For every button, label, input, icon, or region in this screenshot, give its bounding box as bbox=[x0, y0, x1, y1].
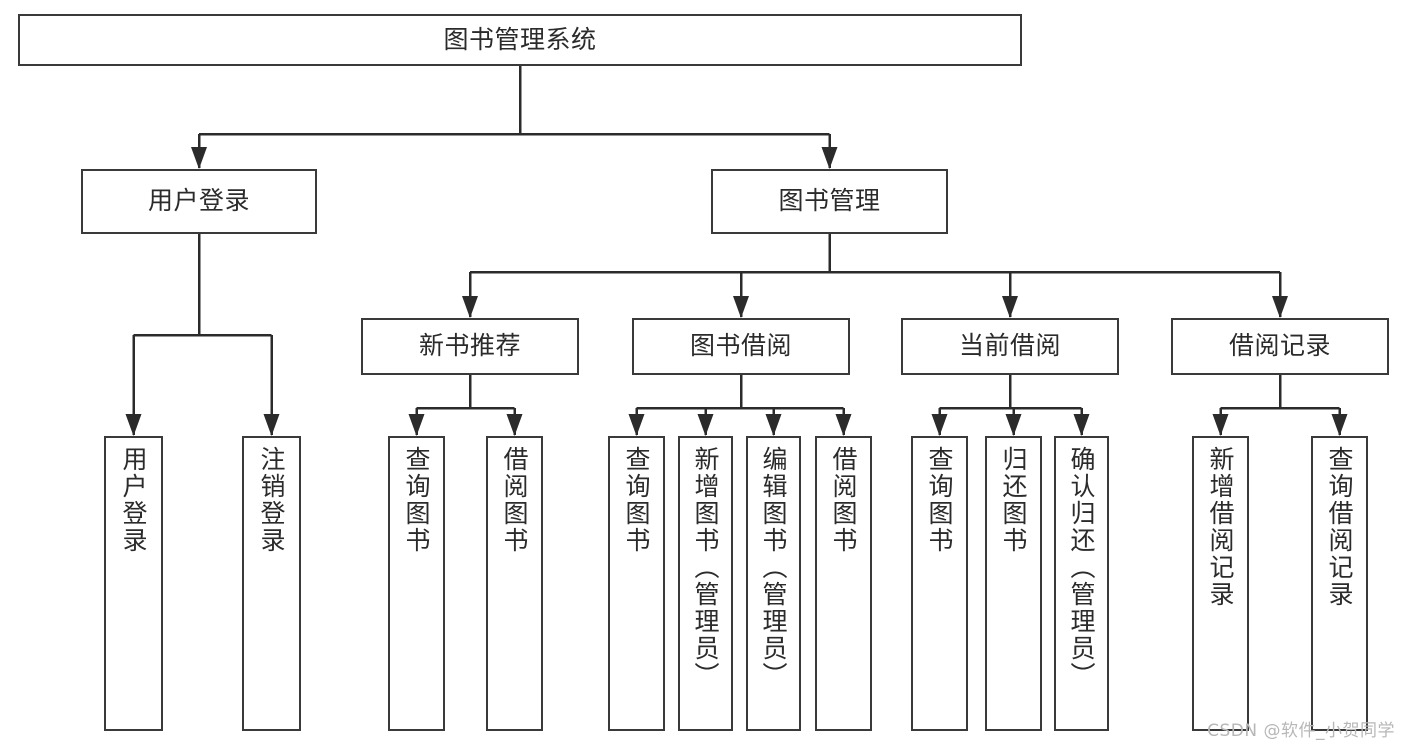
arrow-head bbox=[1212, 414, 1229, 436]
node-leaf-return-book[interactable]: 归还图书 bbox=[985, 436, 1042, 731]
node-label-root: 图书管理系统 bbox=[443, 24, 597, 54]
arrow-head bbox=[1331, 414, 1348, 436]
node-label-leaf-query-book-2: 查询图书 bbox=[622, 446, 651, 554]
arrow-head bbox=[1073, 414, 1090, 436]
arrow-head bbox=[765, 414, 782, 436]
node-current-borrow[interactable]: 当前借阅 bbox=[901, 318, 1119, 375]
node-leaf-query-book-3[interactable]: 查询图书 bbox=[911, 436, 968, 731]
node-leaf-query-record[interactable]: 查询借阅记录 bbox=[1311, 436, 1368, 731]
node-label-book-manage: 图书管理 bbox=[778, 186, 881, 216]
node-user-login[interactable]: 用户登录 bbox=[81, 169, 317, 234]
node-label-current-borrow: 当前借阅 bbox=[958, 331, 1061, 361]
arrow-head bbox=[821, 147, 838, 169]
node-label-leaf-borrow-book-2: 借阅图书 bbox=[829, 446, 858, 554]
arrow-head bbox=[125, 414, 142, 436]
node-book-manage[interactable]: 图书管理 bbox=[711, 169, 948, 234]
arrow-head bbox=[191, 147, 207, 169]
node-label-user-login: 用户登录 bbox=[147, 186, 250, 216]
arrow-head bbox=[628, 414, 645, 436]
node-leaf-borrow-book-2[interactable]: 借阅图书 bbox=[815, 436, 872, 731]
arrow-head bbox=[1005, 414, 1022, 436]
node-label-leaf-return-book: 归还图书 bbox=[999, 446, 1028, 554]
node-leaf-edit-book[interactable]: 编辑图书（管理员） bbox=[746, 436, 801, 731]
node-leaf-logout[interactable]: 注销登录 bbox=[242, 436, 301, 731]
arrow-head bbox=[263, 414, 280, 436]
node-label-leaf-query-book-3: 查询图书 bbox=[925, 446, 954, 554]
node-leaf-user-login[interactable]: 用户登录 bbox=[104, 436, 163, 731]
node-label-leaf-borrow-book-1: 借阅图书 bbox=[500, 446, 529, 554]
csdn-watermark: CSDN @软件_小贺同学 bbox=[1207, 721, 1395, 741]
node-book-borrow[interactable]: 图书借阅 bbox=[632, 318, 850, 375]
arrow-head bbox=[931, 414, 948, 436]
arrow-head bbox=[1272, 296, 1288, 318]
arrow-head bbox=[697, 414, 714, 436]
node-label-leaf-edit-book: 编辑图书（管理员） bbox=[759, 446, 788, 689]
node-label-leaf-confirm-return: 确认归还（管理员） bbox=[1067, 446, 1096, 689]
node-leaf-add-record[interactable]: 新增借阅记录 bbox=[1192, 436, 1249, 731]
arrow-head bbox=[408, 414, 425, 436]
node-label-leaf-logout: 注销登录 bbox=[257, 446, 286, 554]
node-borrow-record[interactable]: 借阅记录 bbox=[1171, 318, 1389, 375]
node-label-leaf-user-login: 用户登录 bbox=[119, 446, 148, 554]
node-label-leaf-add-book: 新增图书（管理员） bbox=[691, 446, 720, 689]
node-root[interactable]: 图书管理系统 bbox=[18, 14, 1022, 66]
node-new-book-rec[interactable]: 新书推荐 bbox=[361, 318, 579, 375]
node-label-book-borrow: 图书借阅 bbox=[689, 331, 792, 361]
node-label-leaf-query-record: 查询借阅记录 bbox=[1325, 446, 1354, 608]
node-leaf-query-book-1[interactable]: 查询图书 bbox=[388, 436, 445, 731]
node-leaf-confirm-return[interactable]: 确认归还（管理员） bbox=[1054, 436, 1109, 731]
arrow-head bbox=[462, 296, 478, 318]
arrow-head bbox=[835, 414, 852, 436]
arrow-head bbox=[733, 296, 749, 318]
node-leaf-query-book-2[interactable]: 查询图书 bbox=[608, 436, 665, 731]
node-leaf-borrow-book-1[interactable]: 借阅图书 bbox=[486, 436, 543, 731]
node-label-leaf-query-book-1: 查询图书 bbox=[402, 446, 431, 554]
node-label-borrow-record: 借阅记录 bbox=[1228, 331, 1331, 361]
node-leaf-add-book[interactable]: 新增图书（管理员） bbox=[678, 436, 733, 731]
arrow-head bbox=[506, 414, 523, 436]
arrow-head bbox=[1002, 296, 1018, 318]
node-label-new-book-rec: 新书推荐 bbox=[418, 331, 521, 361]
node-label-leaf-add-record: 新增借阅记录 bbox=[1206, 446, 1235, 608]
